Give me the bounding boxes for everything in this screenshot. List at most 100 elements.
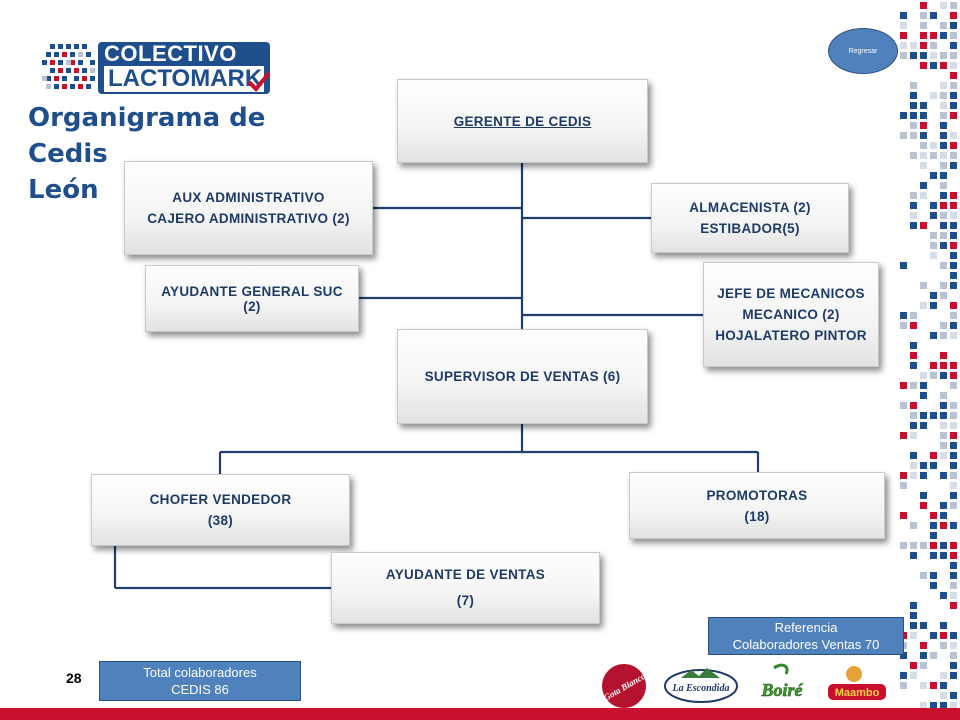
pattern-square [920,392,927,399]
almacenista-line1: ALMACENISTA (2) [689,200,811,215]
pattern-square [900,22,907,29]
svg-text:La Escondida: La Escondida [672,683,730,694]
pattern-square [940,82,947,89]
pattern-square [920,182,927,189]
pattern-square [950,122,957,129]
org-node-gerente[interactable]: GERENTE DE CEDIS [397,79,648,163]
pattern-square [910,52,917,59]
pattern-square [920,372,927,379]
pattern-square [920,412,927,419]
pattern-square [920,492,927,499]
pattern-square [910,102,917,109]
pattern-square [950,652,957,659]
pattern-square [930,42,937,49]
pattern-square [940,102,947,109]
org-node-chofer: CHOFER VENDEDOR (38) [91,474,350,546]
pattern-square [910,662,917,669]
company-logo: COLECTIVO LACTOMARK [42,40,272,96]
pattern-square [940,542,947,549]
pattern-square [950,672,957,679]
pattern-square [930,362,937,369]
pattern-square [900,432,907,439]
gerente-link[interactable]: GERENTE DE CEDIS [453,113,592,129]
pattern-square [920,152,927,159]
total-collaborators-box: Total colaboradores CEDIS 86 [99,661,301,701]
pattern-square [940,362,947,369]
pattern-square [940,552,947,559]
org-node-almacenista: ALMACENISTA (2) ESTIBADOR(5) [651,183,849,253]
pattern-square [950,232,957,239]
pattern-square [930,172,937,179]
logo-check-icon [247,71,271,92]
pattern-square [950,202,957,209]
pattern-square [930,572,937,579]
chofer-line1: CHOFER VENDEDOR [149,492,292,507]
pattern-square [910,152,917,159]
pattern-square [930,142,937,149]
pattern-square [930,322,937,329]
pattern-square [930,282,937,289]
pattern-square [940,522,947,529]
pattern-square [900,672,907,679]
pattern-square [920,222,927,229]
pattern-square [950,642,957,649]
pattern-square [910,222,917,229]
pattern-square [950,12,957,19]
pattern-square [930,372,937,379]
pattern-square [950,502,957,509]
pattern-square [920,102,927,109]
pattern-square [930,252,937,259]
pattern-square [920,162,927,169]
pattern-square [940,242,947,249]
pattern-square [930,12,937,19]
pattern-square [910,462,917,469]
pattern-square [910,192,917,199]
pattern-square [950,302,957,309]
pattern-square [950,622,957,629]
pattern-square [930,92,937,99]
jefe-line3: HOJALATERO PINTOR [715,328,867,343]
pattern-square [950,372,957,379]
pattern-square [930,352,937,359]
pattern-square [940,412,947,419]
pattern-square [930,472,937,479]
pattern-square [950,342,957,349]
pattern-square [930,452,937,459]
back-button[interactable]: Regresar [828,28,898,74]
pattern-square [940,152,947,159]
pattern-square [920,52,927,59]
pattern-square [950,432,957,439]
pattern-square [940,512,947,519]
jefe-line2: MECANICO (2) [742,307,840,322]
pattern-square [940,292,947,299]
pattern-square [940,652,947,659]
pattern-square [930,462,937,469]
pattern-square [930,602,937,609]
pattern-square [950,162,957,169]
pattern-square [920,642,927,649]
pattern-square [900,512,907,519]
pattern-square [950,282,957,289]
pattern-square [900,112,907,119]
pattern-square [920,322,927,329]
svg-text:Maambo: Maambo [835,687,880,699]
pattern-square [940,92,947,99]
pattern-square [920,682,927,689]
pattern-square [940,692,947,699]
pattern-square [950,702,957,708]
pattern-square [950,402,957,409]
org-node-ayudante-ventas: AYUDANTE DE VENTAS (7) [331,552,600,624]
pattern-square [910,672,917,679]
pattern-square [950,322,957,329]
pattern-square [940,572,947,579]
pattern-square [920,32,927,39]
pattern-square [910,382,917,389]
pattern-square [940,52,947,59]
pattern-square [910,482,917,489]
pattern-square [940,632,947,639]
pattern-square [900,542,907,549]
pattern-square [940,192,947,199]
pattern-square [950,92,957,99]
pattern-square [910,132,917,139]
